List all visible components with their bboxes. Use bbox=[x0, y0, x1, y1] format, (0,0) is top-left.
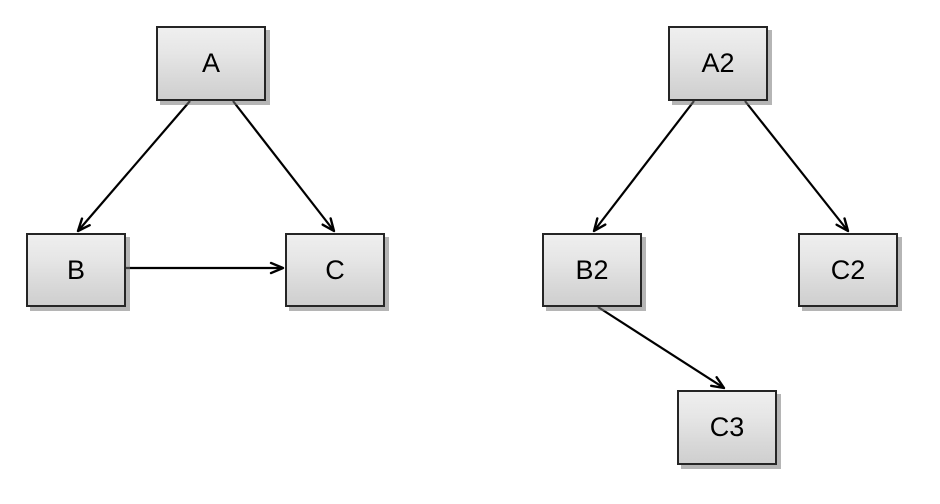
node-c3[interactable]: C3 bbox=[677, 390, 777, 465]
edge-a-c[interactable] bbox=[232, 100, 335, 232]
edge-a-b[interactable] bbox=[77, 100, 191, 232]
node-label-b: B bbox=[66, 254, 85, 285]
node-c[interactable]: C bbox=[285, 233, 385, 307]
node-c2[interactable]: C2 bbox=[798, 233, 898, 307]
node-b2[interactable]: B2 bbox=[542, 233, 642, 307]
node-b[interactable]: B bbox=[26, 233, 126, 307]
node-label-a2: A2 bbox=[701, 48, 735, 78]
node-label-c3: C3 bbox=[709, 412, 745, 442]
node-label-c: C bbox=[325, 254, 345, 285]
node-a[interactable]: A bbox=[156, 26, 266, 101]
node-label-a: A bbox=[201, 48, 220, 78]
arrowhead-icon bbox=[76, 217, 91, 233]
arrowhead-icon bbox=[709, 376, 726, 390]
edge-b2-c3[interactable] bbox=[597, 306, 725, 389]
node-label-b2: B2 bbox=[575, 254, 609, 285]
arrowhead-icon bbox=[835, 217, 850, 233]
edge-a2-c2[interactable] bbox=[744, 100, 849, 232]
arrowhead-icon bbox=[321, 217, 336, 233]
node-label-c2: C2 bbox=[830, 254, 866, 285]
edge-a2-b2[interactable] bbox=[593, 100, 695, 232]
arrowhead-icon bbox=[592, 217, 607, 233]
arrowhead-icon bbox=[269, 261, 285, 275]
node-a2[interactable]: A2 bbox=[668, 26, 768, 101]
